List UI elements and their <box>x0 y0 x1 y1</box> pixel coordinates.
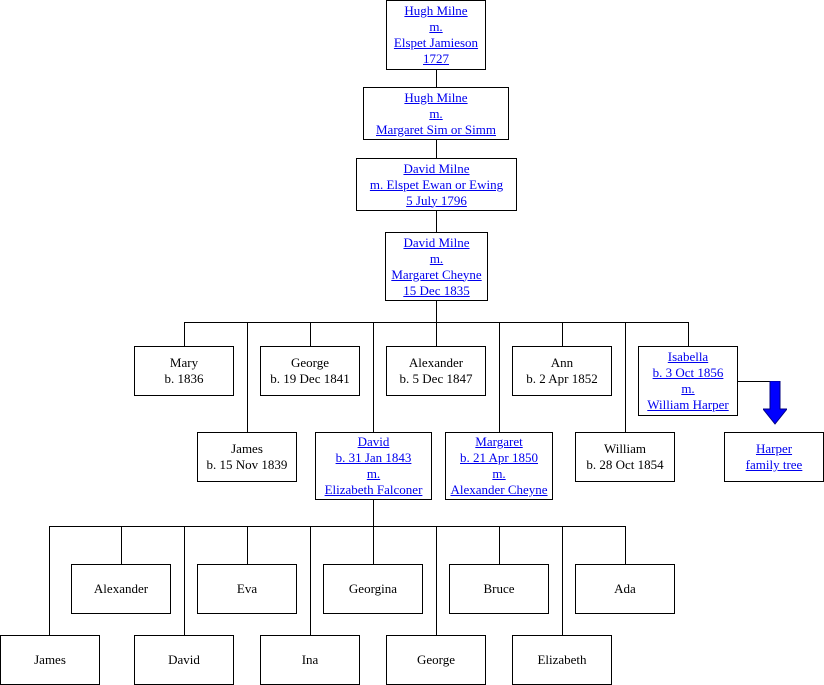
child-margaret[interactable]: Margaret b. 21 Apr 1850 m. Alexander Che… <box>445 432 553 500</box>
line[interactable]: Elspet Jamieson <box>393 35 479 50</box>
grandchild-elizabeth: Elizabeth <box>512 635 612 685</box>
line[interactable]: Hugh Milne <box>404 89 468 105</box>
line: Ann <box>550 355 574 370</box>
grandchild-david: David <box>134 635 234 685</box>
child-ann: Ann b. 2 Apr 1852 <box>512 346 612 396</box>
child-isabella[interactable]: Isabella b. 3 Oct 1856 m. William Harper <box>638 346 738 416</box>
line[interactable]: Harper <box>755 441 793 456</box>
line[interactable]: b. 31 Jan 1843 <box>335 450 412 465</box>
child-james: James b. 15 Nov 1839 <box>197 432 297 482</box>
ancestor-hugh-milne-margaret-sim[interactable]: Hugh Milne m. Margaret Sim or Simm <box>363 87 509 140</box>
line: Alexander <box>93 581 149 596</box>
line: Georgina <box>348 581 398 596</box>
line: Ada <box>614 581 636 596</box>
line[interactable]: m. <box>429 105 443 121</box>
ancestor-david-milne-margaret-cheyne[interactable]: David Milne m. Margaret Cheyne 15 Dec 18… <box>385 232 488 301</box>
line: Eva <box>236 581 258 596</box>
grandchild-eva: Eva <box>197 564 297 614</box>
line[interactable]: b. 3 Oct 1856 <box>652 365 724 380</box>
line[interactable]: Elizabeth Falconer <box>324 482 423 497</box>
grandchild-georgina: Georgina <box>323 564 423 614</box>
line: b. 2 Apr 1852 <box>526 371 598 386</box>
grandchild-george: George <box>386 635 486 685</box>
grandchild-alexander: Alexander <box>71 564 171 614</box>
line[interactable]: 15 Dec 1835 <box>403 282 470 298</box>
line: George <box>290 355 330 370</box>
line[interactable]: Alexander Cheyne <box>450 482 548 497</box>
grandchild-ada: Ada <box>575 564 675 614</box>
line[interactable]: m. <box>429 19 443 34</box>
line[interactable]: William Harper <box>647 397 729 412</box>
grandchild-bruce: Bruce <box>449 564 549 614</box>
line: Bruce <box>483 581 515 596</box>
line[interactable]: Margaret <box>475 434 523 449</box>
line: b. 5 Dec 1847 <box>399 371 473 386</box>
line[interactable]: b. 21 Apr 1850 <box>460 450 538 465</box>
child-william: William b. 28 Oct 1854 <box>575 432 675 482</box>
line: Elizabeth <box>537 652 587 667</box>
line: James <box>231 441 263 456</box>
ancestor-david-milne-elspet-ewan[interactable]: David Milne m. Elspet Ewan or Ewing 5 Ju… <box>356 158 517 211</box>
child-alexander: Alexander b. 5 Dec 1847 <box>386 346 486 396</box>
line[interactable]: David <box>357 434 390 449</box>
line[interactable]: m. <box>492 466 506 481</box>
child-mary: Mary b. 1836 <box>134 346 234 396</box>
harper-family-tree-link[interactable]: Harper family tree <box>724 432 824 482</box>
line: b. 1836 <box>164 371 204 386</box>
child-david[interactable]: David b. 31 Jan 1843 m. Elizabeth Falcon… <box>315 432 432 500</box>
grandchild-james: James <box>0 635 100 685</box>
line: Mary <box>169 355 199 370</box>
child-george: George b. 19 Dec 1841 <box>260 346 360 396</box>
line[interactable]: m. <box>681 381 695 396</box>
ancestor-hugh-milne-elspet-jamieson[interactable]: Hugh Milne m. Elspet Jamieson 1727 <box>386 0 486 70</box>
line: William <box>603 441 647 456</box>
line[interactable]: 1727 <box>423 51 449 66</box>
line[interactable]: David Milne <box>403 160 470 176</box>
line: David <box>168 652 200 667</box>
line[interactable]: 5 July 1796 <box>406 192 467 208</box>
line[interactable]: Hugh Milne <box>404 3 468 18</box>
line[interactable]: m. Elspet Ewan or Ewing <box>369 176 504 192</box>
line[interactable]: David Milne <box>403 234 470 250</box>
line: Ina <box>301 652 319 667</box>
line: b. 28 Oct 1854 <box>586 457 664 472</box>
grandchild-ina: Ina <box>260 635 360 685</box>
line: b. 19 Dec 1841 <box>270 371 350 386</box>
line[interactable]: Isabella <box>667 349 709 364</box>
line[interactable]: Margaret Cheyne <box>391 266 482 282</box>
line: b. 15 Nov 1839 <box>206 457 288 472</box>
line[interactable]: family tree <box>745 457 803 472</box>
arrow-down-icon <box>763 381 787 425</box>
line: George <box>416 652 456 667</box>
line[interactable]: Margaret Sim or Simm <box>375 121 496 137</box>
line: James <box>34 652 66 667</box>
line[interactable]: m. <box>366 466 381 481</box>
line: Alexander <box>408 355 464 370</box>
line[interactable]: m. <box>429 250 444 266</box>
